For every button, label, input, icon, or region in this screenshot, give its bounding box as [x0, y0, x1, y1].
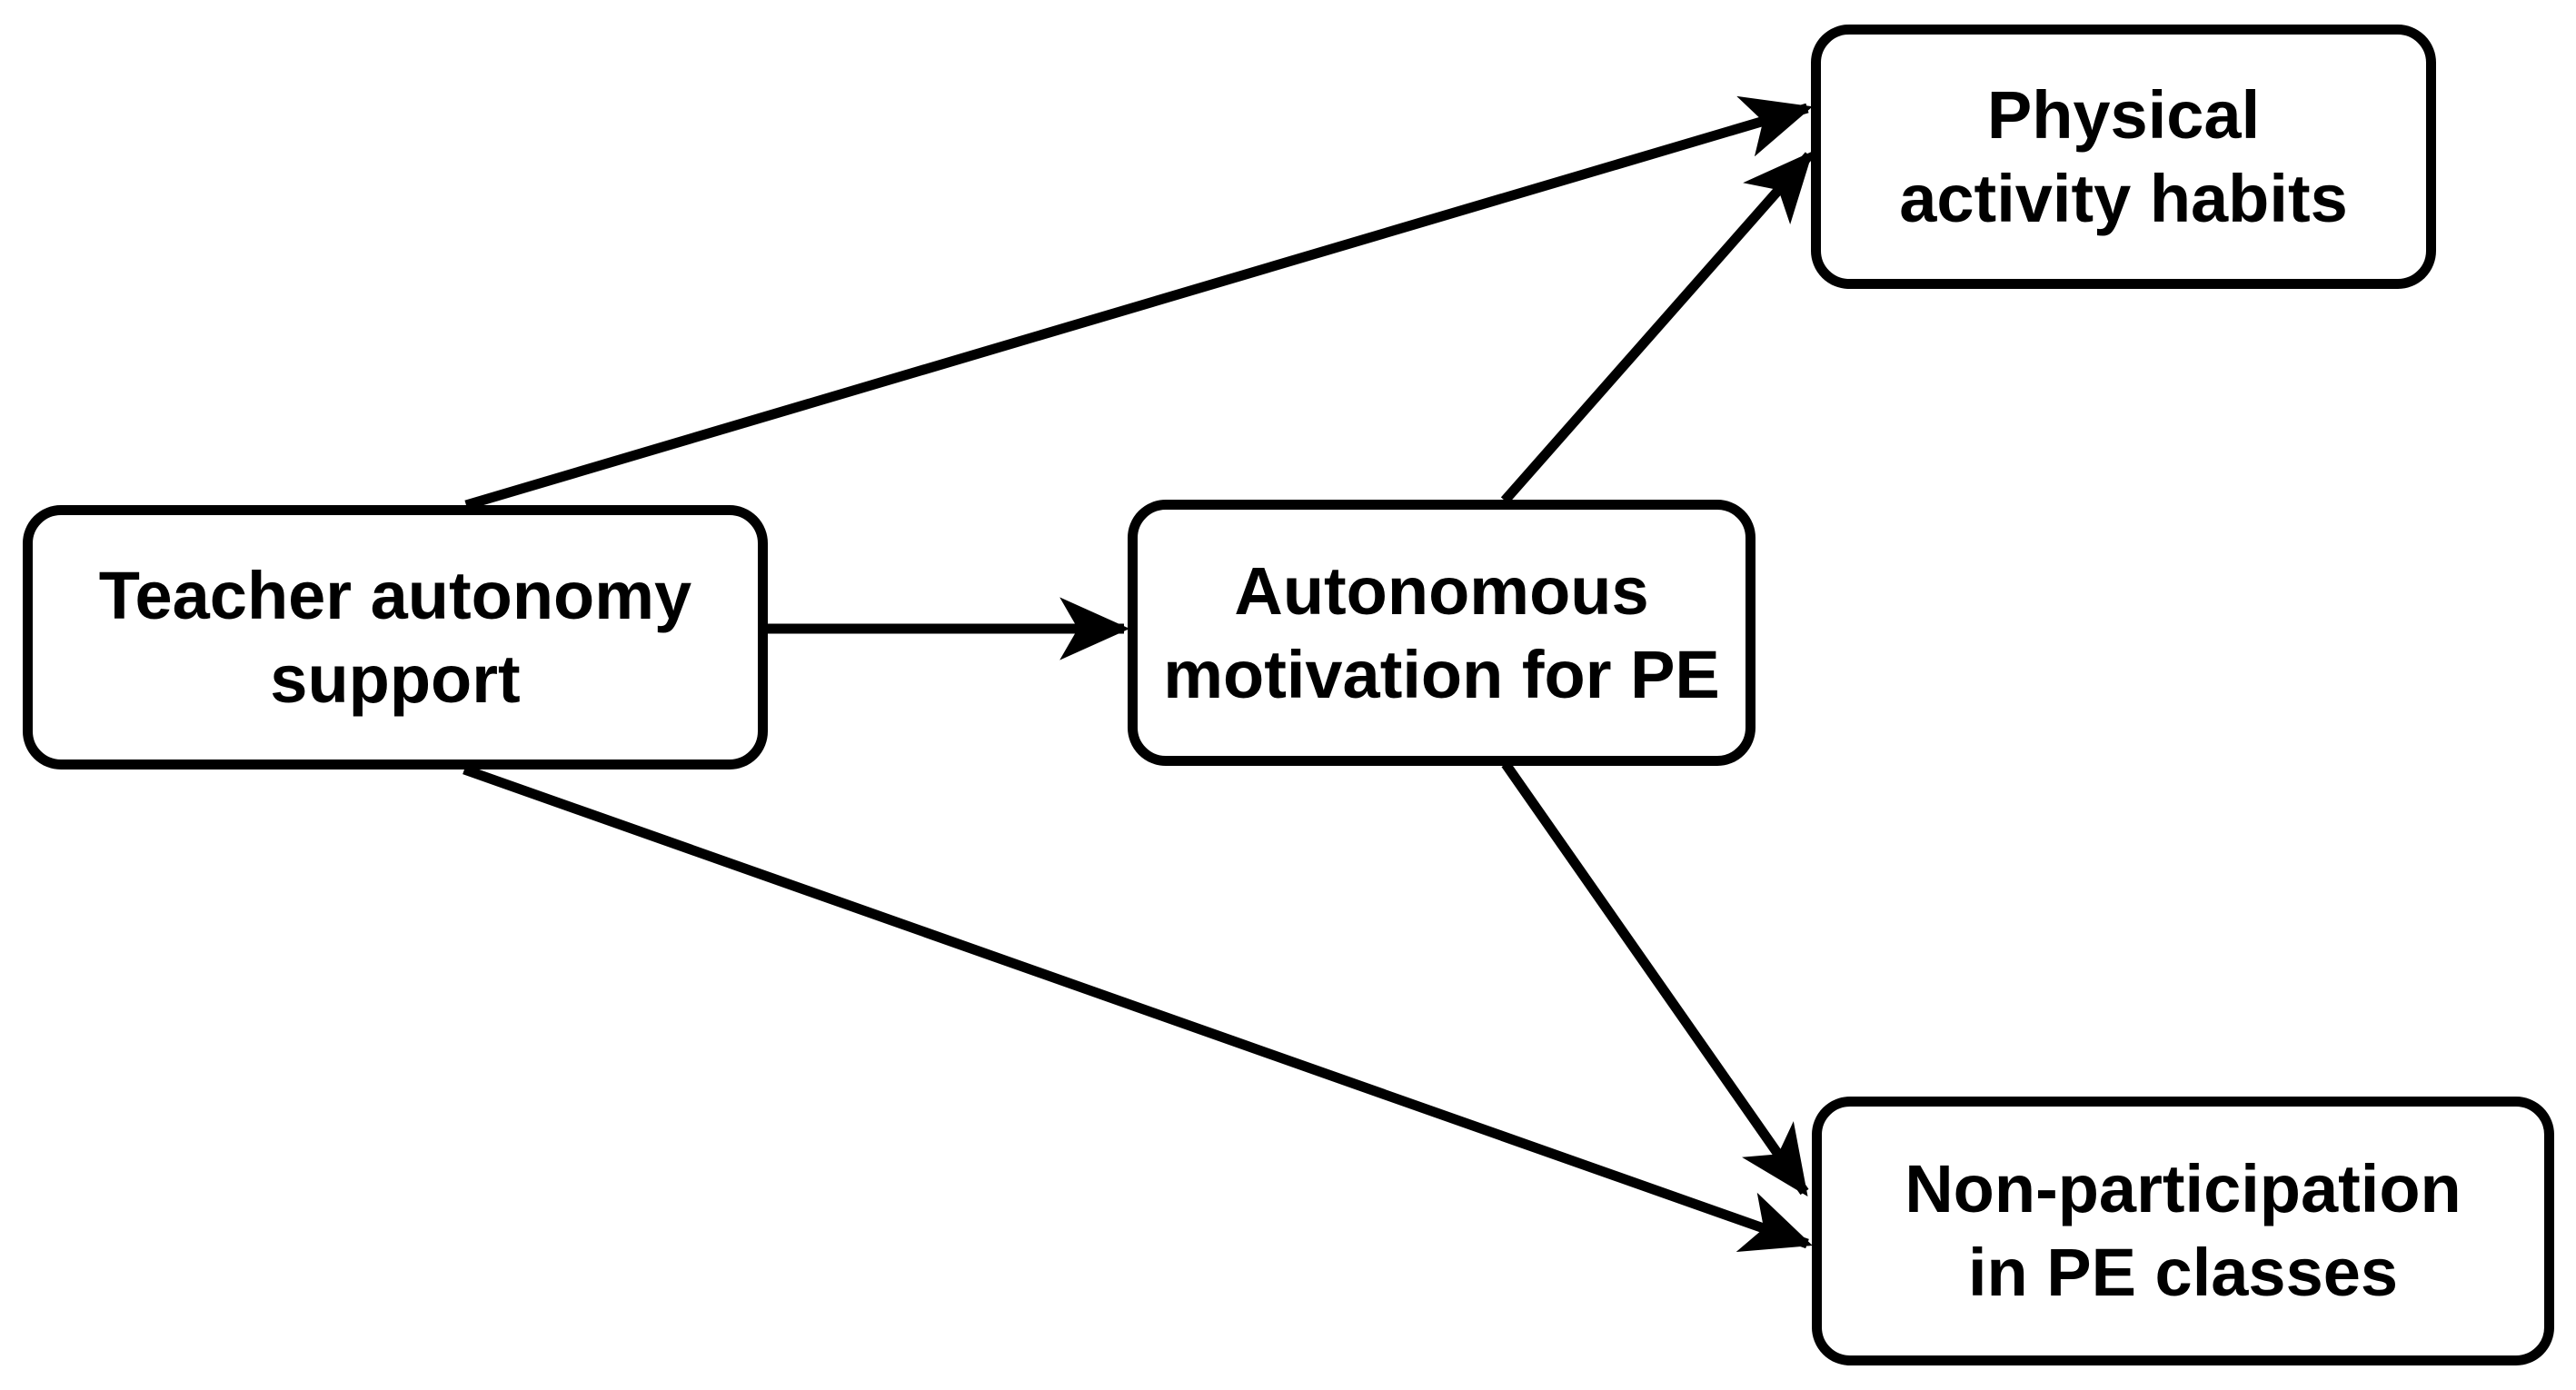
node-label-line: support — [270, 640, 521, 717]
node-label-line: Autonomous — [1234, 552, 1649, 629]
arrow-teacher-to-physical — [464, 95, 1813, 511]
node-autonomous-motivation: Autonomous motivation for PE — [1128, 500, 1755, 766]
node-teacher-autonomy-support: Teacher autonomy support — [23, 505, 768, 769]
arrow-motivation-to-nonparticipation — [1501, 760, 1809, 1197]
node-non-participation: Non-participation in PE classes — [1812, 1097, 2554, 1365]
node-label-line: Non-participation — [1905, 1151, 2462, 1226]
node-label-line: activity habits — [1899, 160, 2348, 236]
arrow-teacher-to-nonparticipation — [462, 764, 1813, 1253]
arrow-motivation-to-physical — [1500, 151, 1814, 504]
node-label-line: in PE classes — [1967, 1235, 2399, 1310]
node-physical-activity-habits: Physical activity habits — [1811, 25, 2436, 289]
node-label-line: motivation for PE — [1163, 636, 1720, 712]
node-label-line: Physical — [1986, 76, 2261, 153]
node-label-line: Teacher autonomy — [98, 557, 692, 633]
